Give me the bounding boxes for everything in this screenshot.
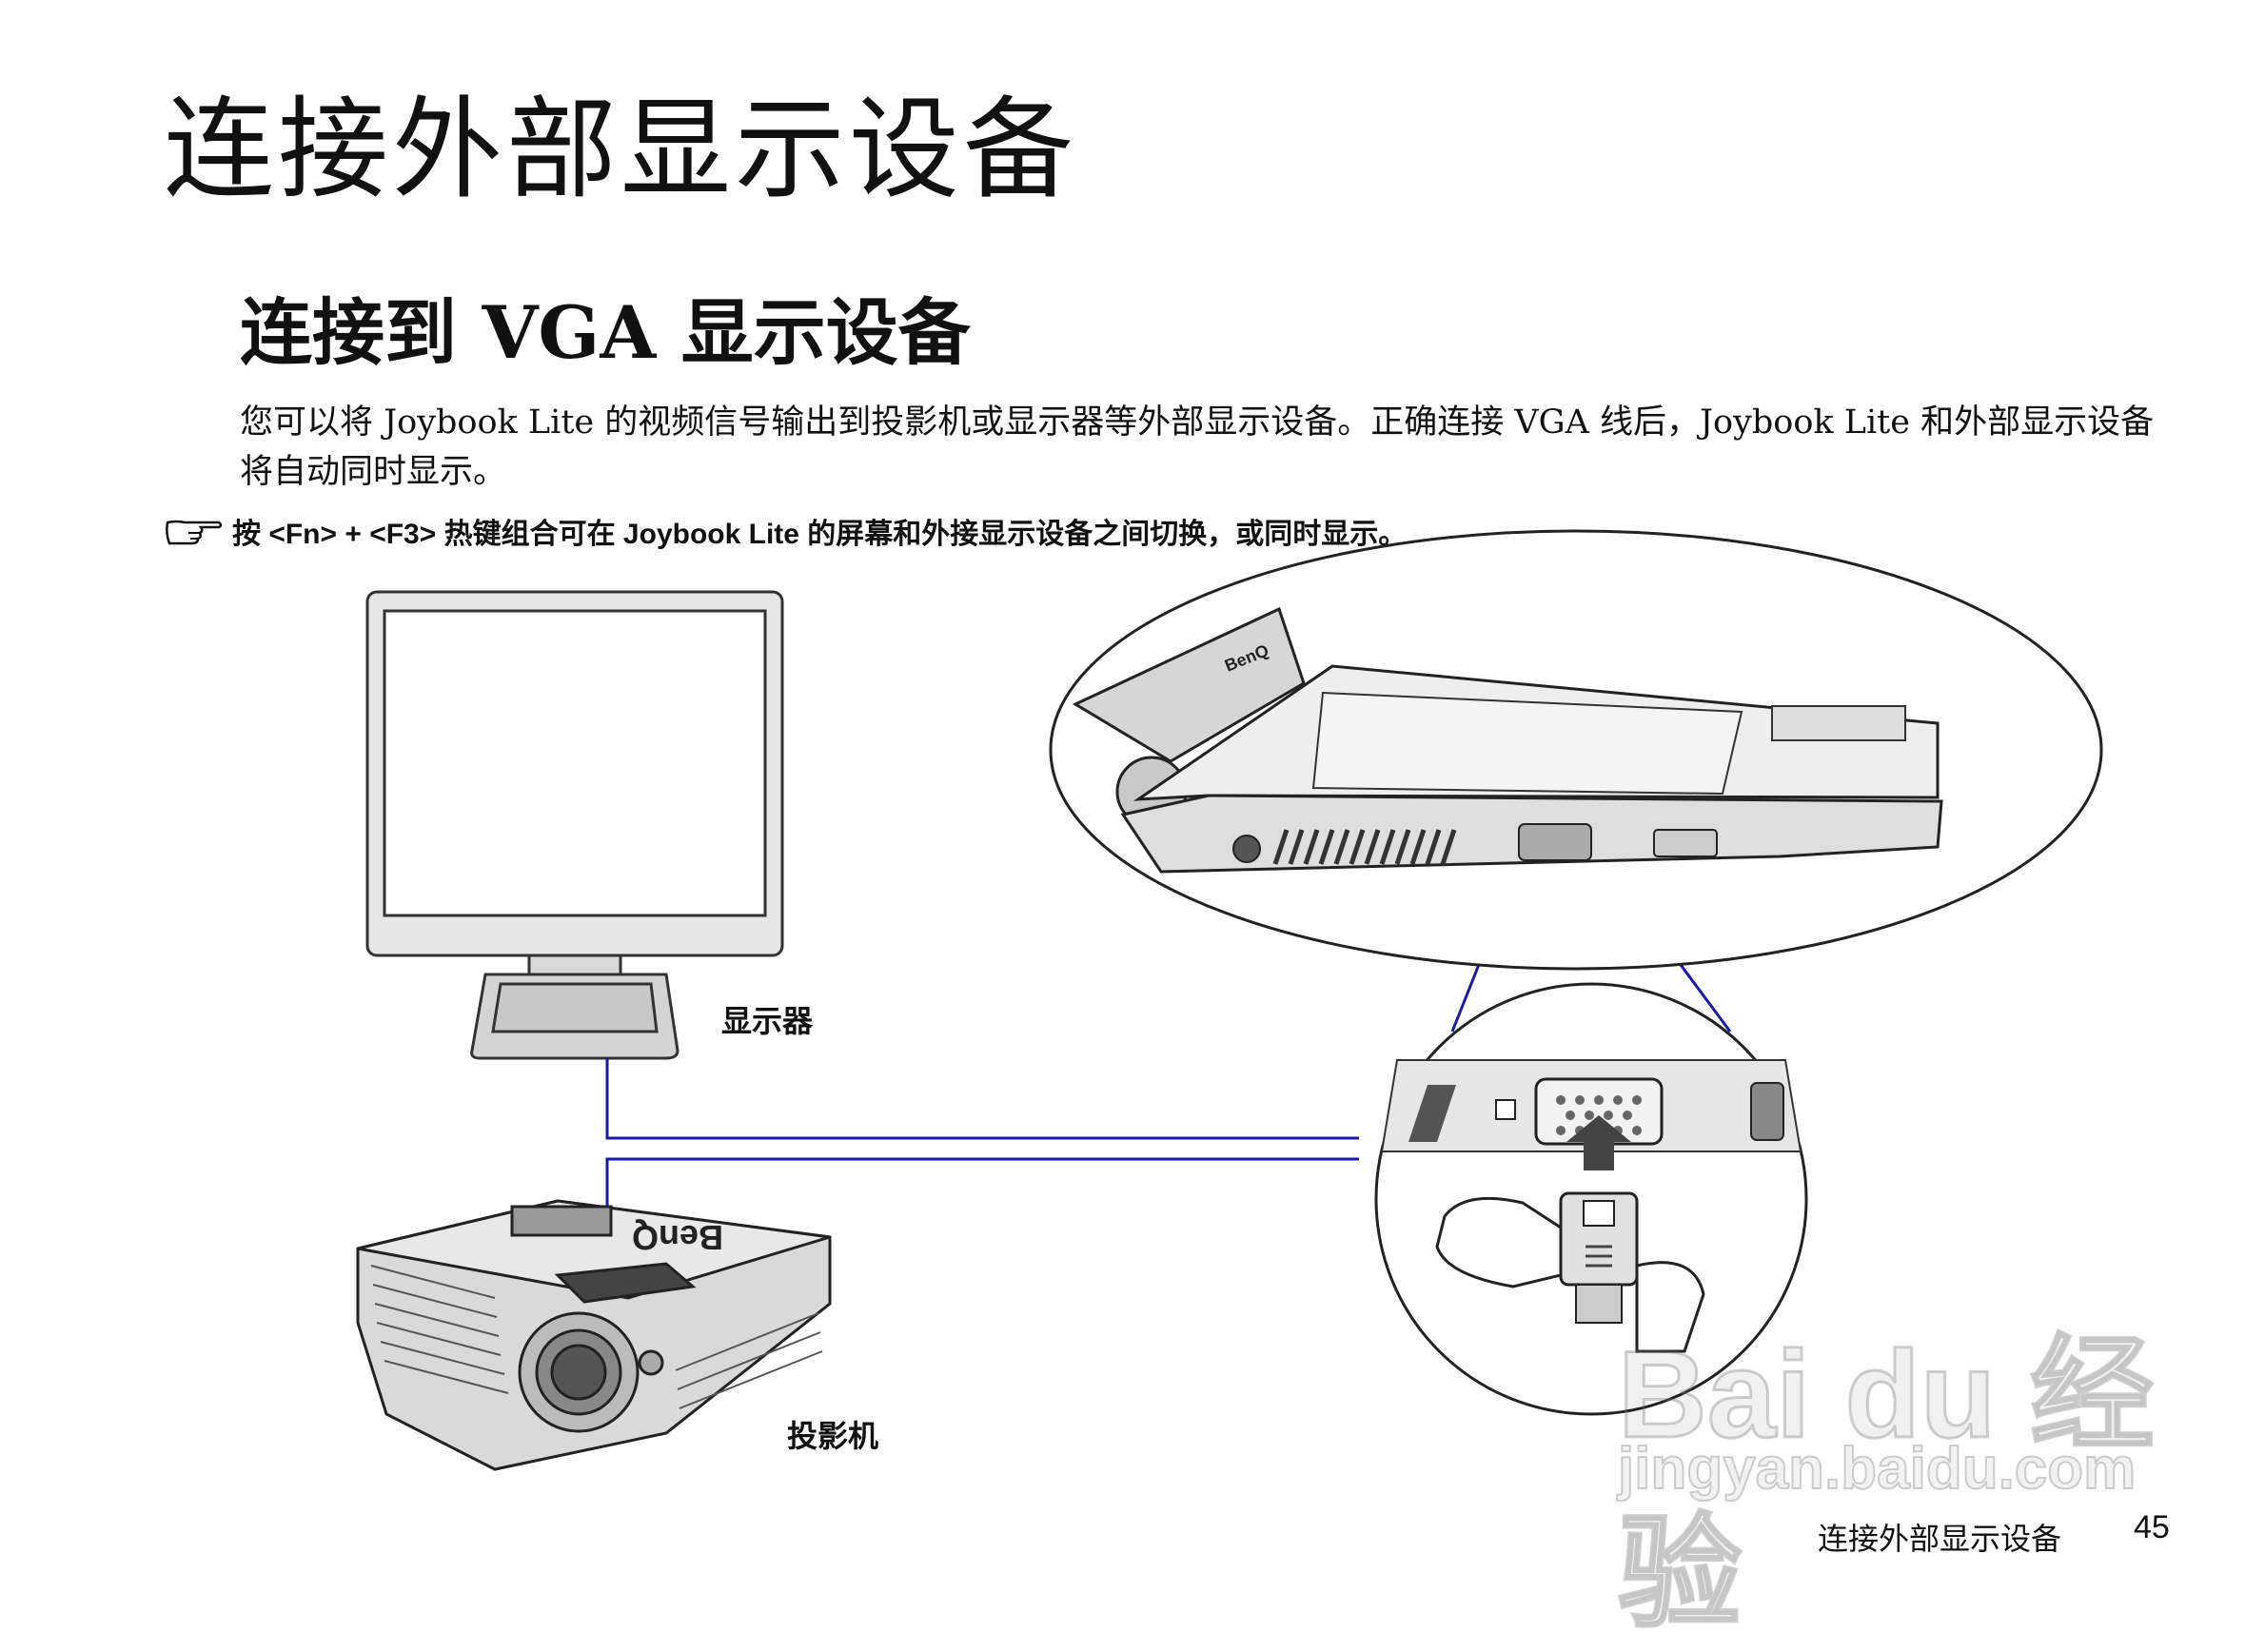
note-text: 按 <Fn> + <F3> 热键组合可在 Joybook Lite 的屏幕和外接… xyxy=(232,519,1408,550)
watermark-url: jingyan.baidu.com xyxy=(1617,1435,2137,1503)
monitor-label: 显示器 xyxy=(721,1003,814,1039)
monitor-illustration xyxy=(365,590,784,1060)
projector-label: 投影机 xyxy=(787,1418,879,1454)
footer-title: 连接外部显示设备 xyxy=(1818,1521,2062,1557)
projector-illustration: BenQ xyxy=(356,1199,832,1471)
vga-port-closeup xyxy=(1374,982,1808,1416)
connection-diagram: BenQ BenQ xyxy=(356,529,2103,1471)
body-paragraph: 您可以将 Joybook Lite 的视频信号输出到投影机或显示器等外部显示设备… xyxy=(240,403,2155,491)
pointing-hand-icon xyxy=(166,520,223,545)
laptop-illustration: BenQ xyxy=(1049,529,2103,971)
note: 按 <Fn> + <F3> 热键组合可在 Joybook Lite 的屏幕和外接… xyxy=(164,510,1407,552)
page-number: 45 xyxy=(2134,1509,2170,1545)
page-title: 连接外部显示设备 xyxy=(164,86,1077,214)
section-title: 连接到 VGA 显示设备 xyxy=(240,290,971,375)
projector-brand: BenQ xyxy=(632,1218,723,1257)
watermark-logo: Bai du 经验 xyxy=(1617,1324,2156,1644)
